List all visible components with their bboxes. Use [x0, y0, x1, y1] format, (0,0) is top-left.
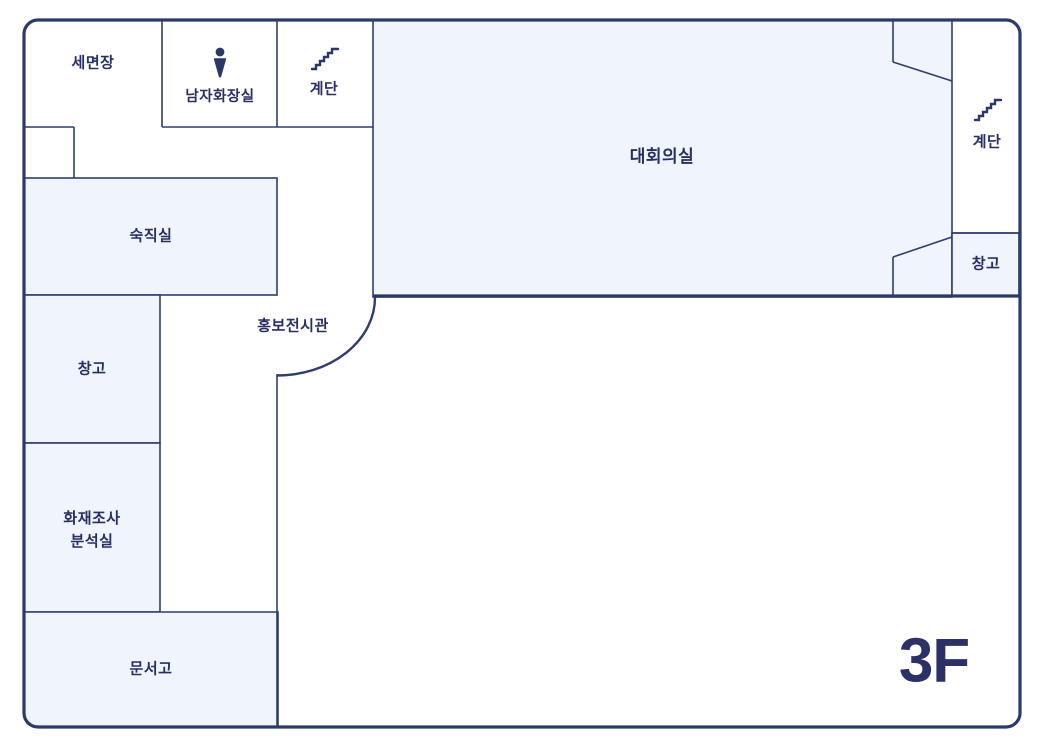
room-shape-storage-left: [23, 294, 161, 444]
interior-walls: [24, 20, 1019, 727]
room-label-changgo-right: 창고: [971, 255, 1001, 273]
outer-wall: [22, 18, 1022, 729]
room-label-hwajae-josa-line1: 화재조사: [63, 509, 121, 527]
room-shape-conference-hall: [372, 19, 953, 298]
room-label-sukjiksil: 숙직실: [129, 227, 173, 245]
room-label-hwajae-josa-line2: 분석실: [70, 533, 114, 550]
stairs-icon: [310, 47, 340, 71]
room-shape-night-duty-room: [23, 177, 278, 296]
door-swing-arc: [276, 297, 377, 377]
room-label-gyedan-top: 계단: [309, 80, 339, 98]
room-label-semyeonjang: 세면장: [71, 54, 115, 72]
room-label-namja-hwajangsil: 남자화장실: [185, 88, 255, 105]
room-label-gyedan-right: 계단: [972, 133, 1002, 151]
room-label-daehoe-uisil: 대회의실: [629, 146, 695, 166]
room-label-hwajae-josa: 화재조사 분석실: [63, 507, 120, 554]
stairs-icon: [973, 98, 1003, 122]
floor-badge: 3F: [898, 626, 970, 696]
room-shape-fire-investigation-lab: [23, 442, 161, 613]
room-label-munseogo: 문서고: [129, 660, 173, 678]
room-label-changgo-left: 창고: [77, 360, 107, 378]
room-label-hongbo-jeonsigwan: 홍보전시관: [257, 317, 329, 335]
room-shape-storage-right: [951, 232, 1020, 297]
male-person-icon: [213, 47, 227, 78]
